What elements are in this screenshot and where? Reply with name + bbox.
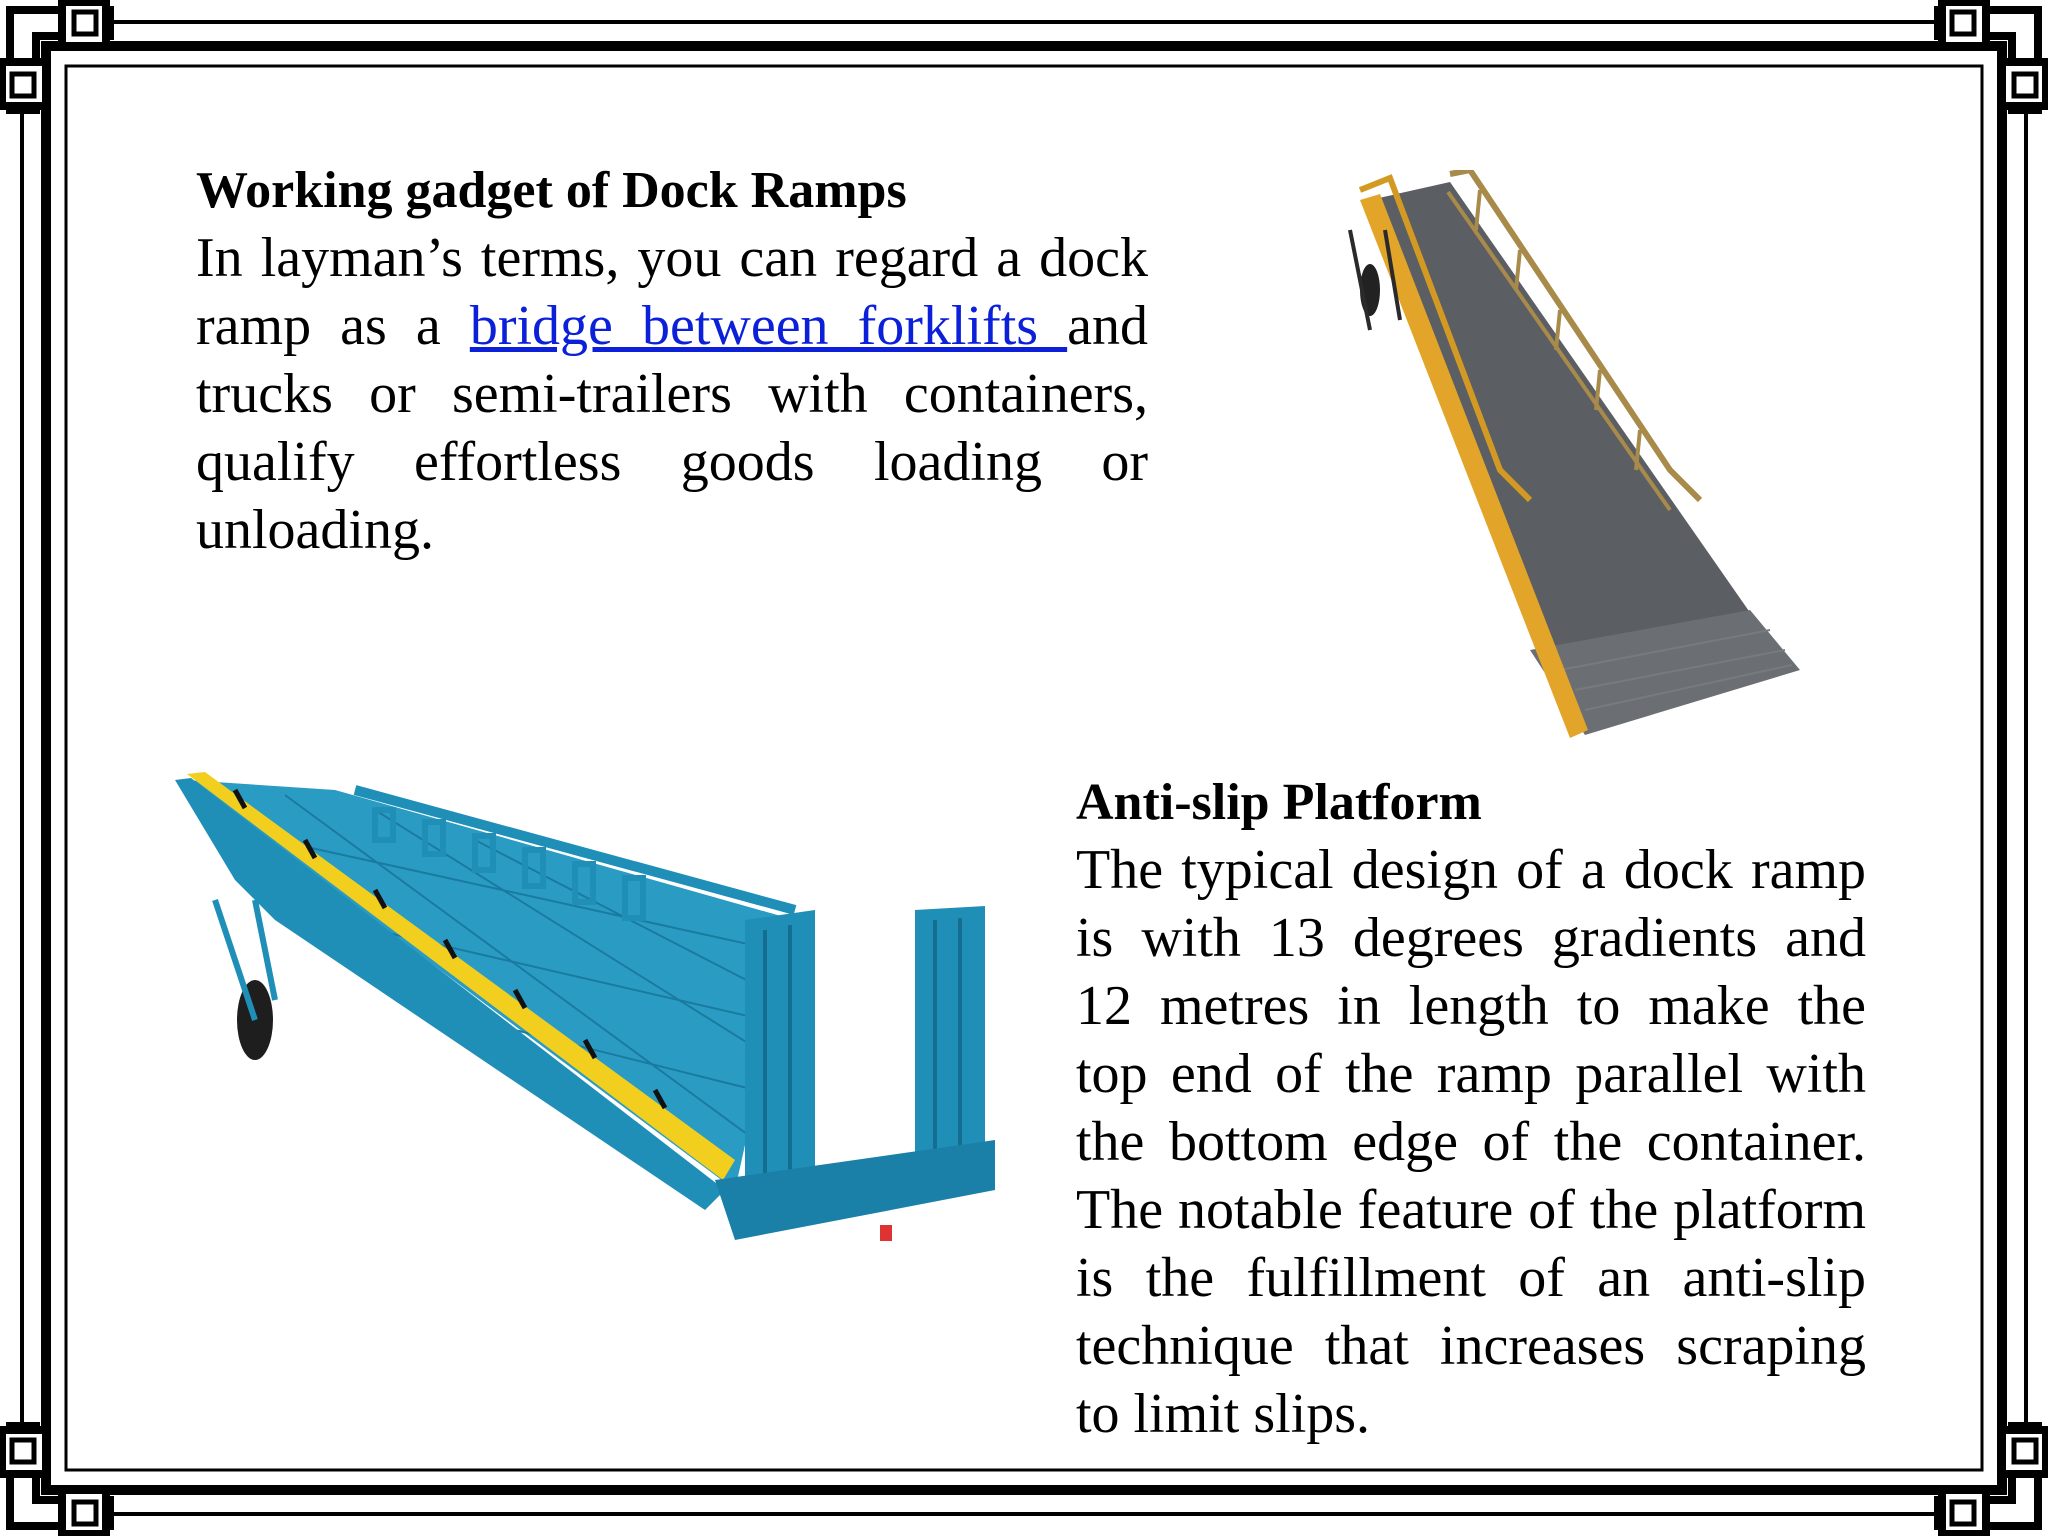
section-heading: Working gadget of Dock Ramps (196, 162, 907, 219)
paragraph-text: and trucks or semi-trailers with contain… (196, 295, 1148, 561)
ramp-side-beam (175, 778, 725, 1210)
section-working-gadget: Working gadget of Dock Ramps In layman’s… (196, 158, 1148, 564)
ramp-lip-right (915, 906, 985, 1190)
paragraph-text: In layman’s terms, you can regard a dock… (196, 227, 1148, 357)
bridge-link[interactable]: bridge between forklifts (469, 295, 1068, 357)
ramp-side-beam (1360, 194, 1588, 738)
yellow-dock-ramp-image (1348, 170, 1800, 738)
section-paragraph: The typical design of a dock ramp is wit… (1076, 839, 1866, 1445)
blue-dock-ramp-image (175, 772, 995, 1241)
section-anti-slip: Anti-slip Platform The typical design of… (1076, 770, 1866, 1448)
section-heading: Anti-slip Platform (1076, 774, 1482, 831)
hazard-stripe (187, 772, 735, 1180)
section-paragraph: In layman’s terms, you can regard a dock… (196, 224, 1148, 564)
ramp-lip-left (745, 910, 815, 1230)
ramp-deck (1370, 182, 1790, 730)
